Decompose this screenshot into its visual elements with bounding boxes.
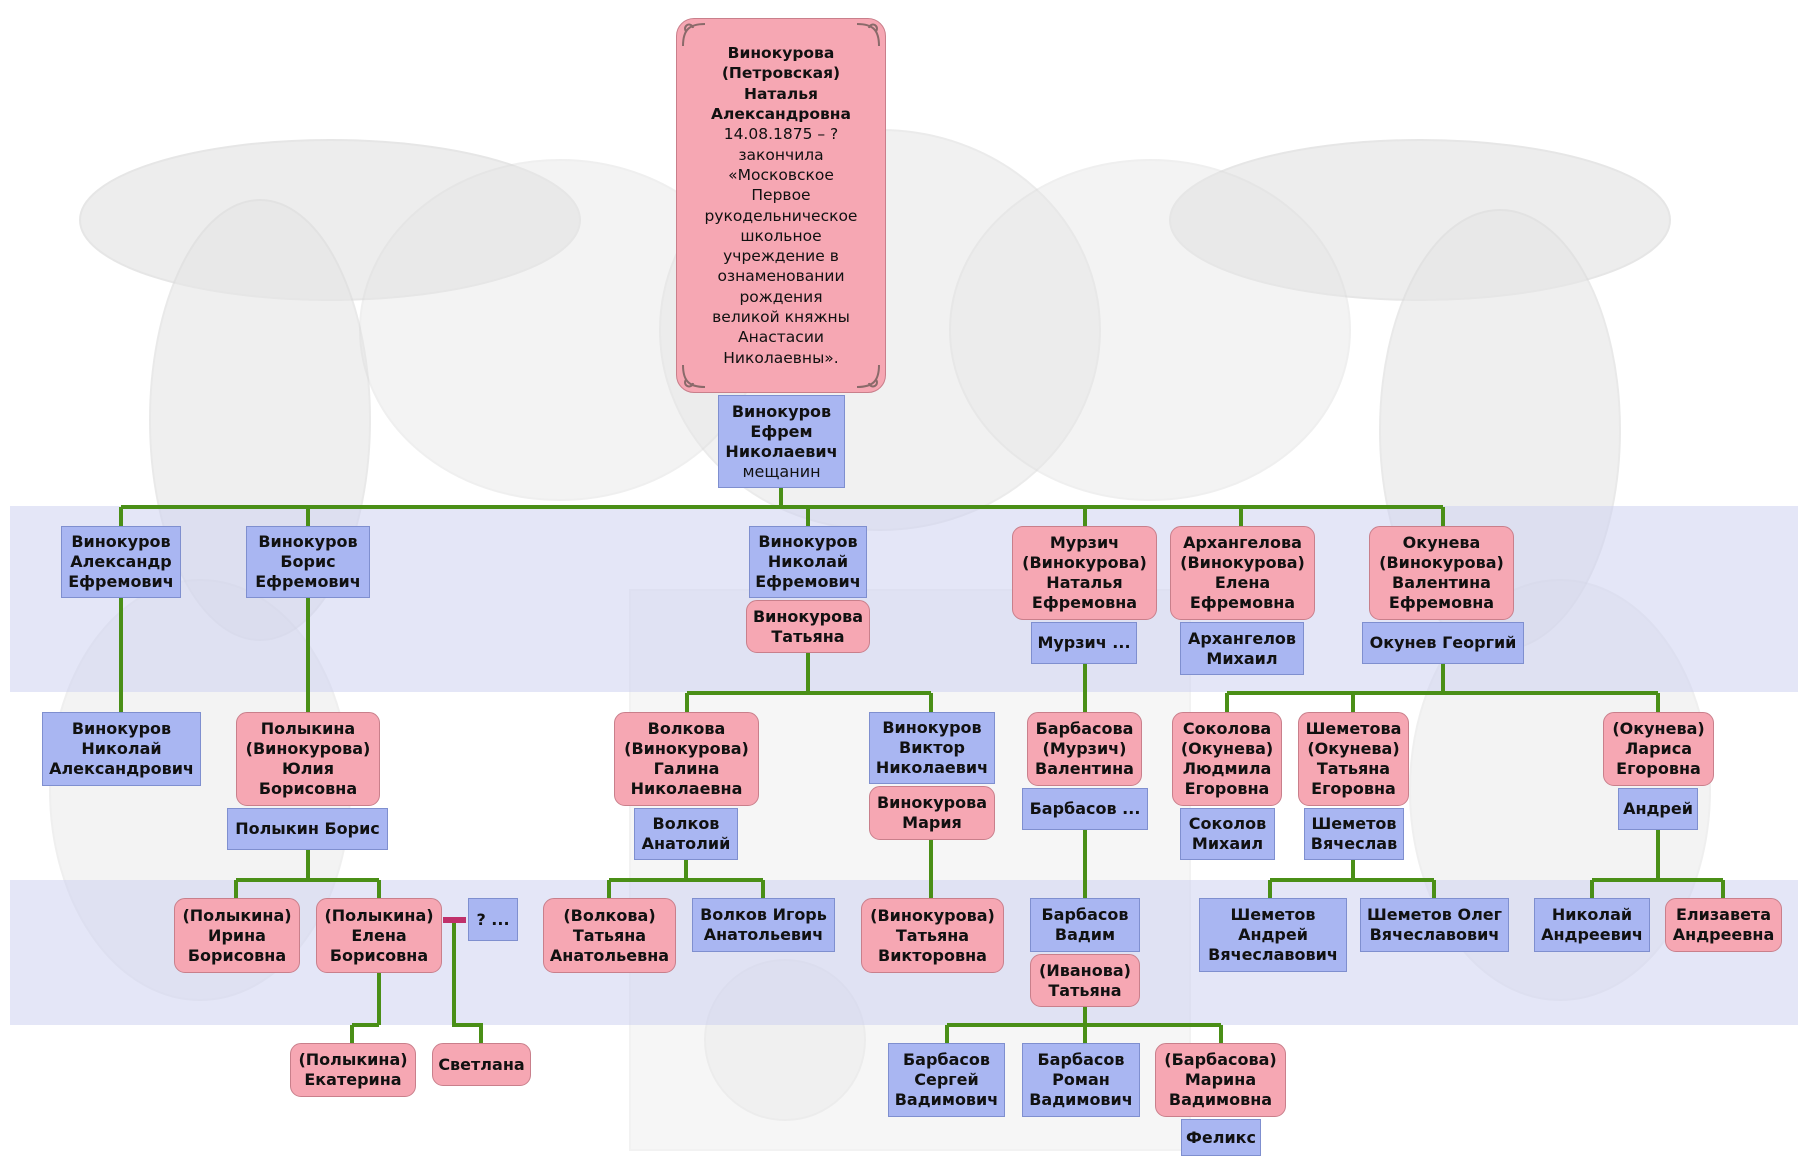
- person-name: Шеметов Андрей Вячеславович: [1208, 905, 1338, 964]
- person-name: Волков Игорь Анатольевич: [700, 905, 827, 944]
- person-card-valentina-okuneva[interactable]: Окунева (Винокурова) Валентина Ефремовна: [1369, 526, 1514, 620]
- person-name: Барбасов Роман Вадимович: [1029, 1050, 1133, 1109]
- person-card-boris[interactable]: Винокуров Борис Ефремович: [246, 526, 370, 598]
- person-card-elena-arkhangelova[interactable]: Архангелова (Винокурова) Елена Ефремовна: [1170, 526, 1315, 620]
- person-name: (Винокурова) Татьяна Викторовна: [870, 905, 995, 965]
- person-card-elena-polykina[interactable]: (Полыкина) Елена Борисовна: [316, 898, 442, 973]
- person-name: Окунева (Винокурова) Валентина Ефремовна: [1379, 533, 1504, 612]
- person-name: Винокуров Ефрем Николаевич: [725, 401, 838, 461]
- person-card-felix[interactable]: Феликс: [1181, 1119, 1261, 1156]
- person-name: Соколов Михаил: [1188, 814, 1267, 853]
- person-name: Архангелова (Винокурова) Елена Ефремовна: [1180, 533, 1305, 612]
- person-card-nikolai[interactable]: Винокуров Николай Ефремович: [749, 526, 867, 598]
- person-name: Полыкина (Винокурова) Юлия Борисовна: [245, 719, 371, 798]
- person-name: Соколова (Окунева) Людмила Егоровна: [1180, 719, 1274, 798]
- person-name: Винокуров Борис Ефремович: [255, 532, 361, 591]
- person-name: Барбасов ...: [1029, 799, 1141, 818]
- person-card-roman-barbasov[interactable]: Барбасов Роман Вадимович: [1022, 1043, 1140, 1117]
- person-name: Мурзич (Винокурова) Наталья Ефремовна: [1022, 533, 1147, 612]
- person-name: Винокуров Александр Ефремович: [68, 532, 174, 591]
- person-card-oleg-shemetov[interactable]: Шеметов Олег Вячеславович: [1360, 898, 1509, 952]
- person-card-irina-polykina[interactable]: (Полыкина) Ирина Борисовна: [174, 898, 300, 973]
- person-card-ludmila-sokolova[interactable]: Соколова (Окунева) Людмила Егоровна: [1172, 712, 1282, 806]
- person-card-vadim-barbasov[interactable]: Барбасов Вадим: [1030, 898, 1140, 952]
- person-card-svetlana[interactable]: Светлана: [432, 1043, 531, 1086]
- person-name: Шеметов Олег Вячеславович: [1366, 905, 1503, 944]
- person-name: Николай Андреевич: [1541, 905, 1643, 944]
- person-card-tatiana-vinokurova[interactable]: Винокурова Татьяна: [746, 600, 870, 653]
- corner-ornament-icon: [682, 364, 706, 388]
- corner-ornament-icon: [682, 23, 706, 47]
- person-card-tatiana-shemetova[interactable]: Шеметова (Окунева) Татьяна Егоровна: [1298, 712, 1409, 806]
- person-name: Барбасов Вадим: [1041, 905, 1129, 944]
- person-name: Феликс: [1186, 1127, 1256, 1147]
- person-name: Архангелов Михаил: [1187, 628, 1297, 668]
- person-card-boris-polykin[interactable]: Полыкин Борис: [227, 808, 388, 850]
- person-name: Шеметов Вячеслав: [1310, 814, 1398, 853]
- person-name: Винокурова Мария: [876, 793, 988, 832]
- person-card-efrem[interactable]: Винокуров Ефрем Николаевич мещанин: [718, 395, 845, 488]
- root-info: 14.08.1875 – ? закончила «Московское Пер…: [704, 125, 858, 367]
- person-name: (Полыкина) Ирина Борисовна: [182, 905, 292, 965]
- person-card-alexander[interactable]: Винокуров Александр Ефремович: [61, 526, 181, 598]
- root-person-card[interactable]: Винокурова (Петровская) Наталья Александ…: [676, 18, 886, 393]
- person-card-maria-vinokurova[interactable]: Винокурова Мария: [869, 786, 995, 840]
- person-name: (Волкова) Татьяна Анатольевна: [549, 905, 670, 965]
- person-name: (Окунева) Лариса Егоровна: [1612, 719, 1705, 778]
- person-card-mikhail-arkhangelov[interactable]: Архангелов Михаил: [1180, 622, 1304, 675]
- corner-ornament-icon: [856, 23, 880, 47]
- person-name: Винокуров Виктор Николаевич: [875, 718, 989, 777]
- person-card-valentina-barbasova[interactable]: Барбасова (Мурзич) Валентина: [1027, 712, 1142, 786]
- person-name: (Иванова) Татьяна: [1039, 960, 1131, 1000]
- person-name: Шеметова (Окунева) Татьяна Егоровна: [1305, 719, 1402, 798]
- person-name: Полыкин Борис: [235, 819, 380, 838]
- person-name: Винокуров Николай Ефремович: [755, 532, 861, 591]
- person-name: Андрей: [1623, 799, 1693, 818]
- person-name: Барбасов Сергей Вадимович: [894, 1050, 999, 1109]
- person-name: Барбасова (Мурзич) Валентина: [1035, 719, 1134, 778]
- corner-ornament-icon: [856, 364, 880, 388]
- person-card-sergei-barbasov[interactable]: Барбасов Сергей Вадимович: [888, 1043, 1005, 1117]
- person-card-tatiana-vinokurova-viktorovna[interactable]: (Винокурова) Татьяна Викторовна: [861, 898, 1004, 973]
- person-name: (Полыкина) Екатерина: [298, 1050, 408, 1089]
- person-name: Волкова (Винокурова) Галина Николаевна: [624, 719, 749, 798]
- person-card-yulia-polykina[interactable]: Полыкина (Винокурова) Юлия Борисовна: [236, 712, 380, 806]
- person-name: Мурзич ...: [1037, 633, 1131, 652]
- person-info: мещанин: [742, 461, 821, 481]
- person-card-andrei-shemetov[interactable]: Шеметов Андрей Вячеславович: [1199, 898, 1347, 972]
- person-card-unknown-spouse[interactable]: ? ...: [468, 898, 518, 941]
- person-card-anatoly-volkov[interactable]: Волков Анатолий: [634, 808, 738, 860]
- person-card-nikolai-alexandrovich[interactable]: Винокуров Николай Александрович: [42, 712, 201, 786]
- person-name: Светлана: [438, 1054, 525, 1074]
- root-name: Винокурова (Петровская) Наталья Александ…: [711, 44, 851, 124]
- person-name: Винокуров Николай Александрович: [49, 719, 194, 778]
- person-name: (Полыкина) Елена Борисовна: [324, 905, 434, 965]
- person-card-georgy-okunev[interactable]: Окунев Георгий: [1362, 622, 1524, 664]
- person-card-igor-volkov[interactable]: Волков Игорь Анатольевич: [692, 898, 835, 952]
- person-card-mikhail-sokolov[interactable]: Соколов Михаил: [1180, 808, 1275, 860]
- person-name: Винокурова Татьяна: [752, 606, 864, 646]
- person-name: ? ...: [476, 909, 510, 929]
- person-card-tatiana-volkova[interactable]: (Волкова) Татьяна Анатольевна: [543, 898, 676, 973]
- person-name: Волков Анатолий: [641, 814, 731, 853]
- person-card-barbasov[interactable]: Барбасов ...: [1022, 788, 1148, 830]
- person-card-galina-volkova[interactable]: Волкова (Винокурова) Галина Николаевна: [614, 712, 759, 806]
- person-card-nikolai-andreevich[interactable]: Николай Андреевич: [1534, 898, 1650, 952]
- person-name: (Барбасова) Марина Вадимовна: [1164, 1050, 1277, 1109]
- person-card-andrei[interactable]: Андрей: [1618, 788, 1698, 830]
- person-card-tatiana-ivanova[interactable]: (Иванова) Татьяна: [1030, 954, 1140, 1007]
- person-card-vyacheslav-shemetov[interactable]: Шеметов Вячеслав: [1304, 808, 1404, 860]
- person-card-larisa[interactable]: (Окунева) Лариса Егоровна: [1603, 712, 1714, 786]
- person-card-viktor[interactable]: Винокуров Виктор Николаевич: [869, 712, 995, 784]
- person-card-elizaveta[interactable]: Елизавета Андреевна: [1665, 898, 1782, 952]
- person-card-marina-barbasova[interactable]: (Барбасова) Марина Вадимовна: [1155, 1043, 1286, 1117]
- person-name: Елизавета Андреевна: [1672, 905, 1775, 944]
- person-card-natalia-murzich[interactable]: Мурзич (Винокурова) Наталья Ефремовна: [1012, 526, 1157, 620]
- person-card-ekaterina-polykina[interactable]: (Полыкина) Екатерина: [290, 1043, 416, 1097]
- person-name: Окунев Георгий: [1369, 633, 1517, 652]
- person-card-murzich[interactable]: Мурзич ...: [1031, 622, 1137, 664]
